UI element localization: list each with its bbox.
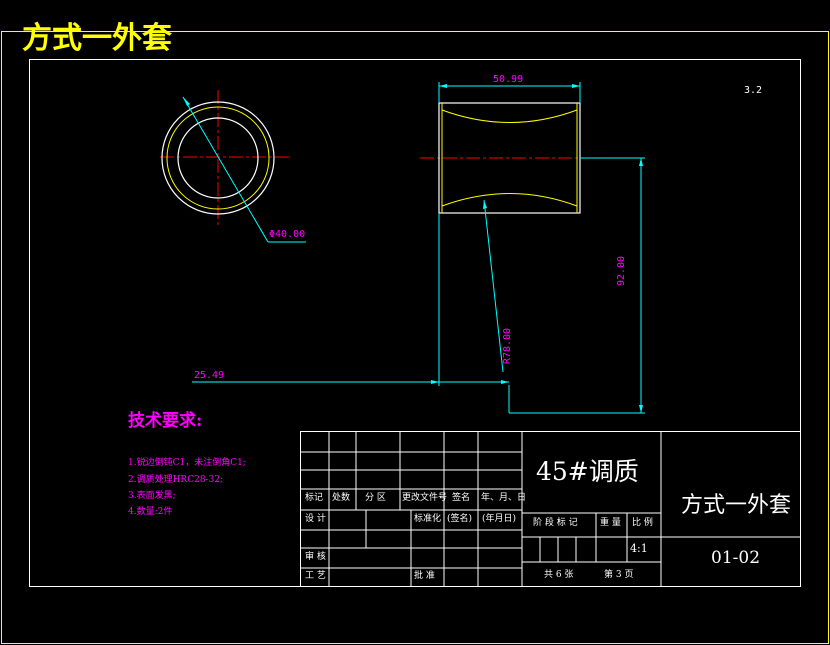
tb-stage-mark-label: 阶 段 标 记 [533, 518, 578, 528]
chamfer-circle [166, 106, 270, 210]
tb-drawing-number: 01-02 [711, 548, 761, 568]
tech-requirements-heading: 技术要求: [128, 411, 203, 431]
side-view [192, 82, 645, 414]
drawing-title: 方式一外套 [22, 21, 172, 56]
tb-scale-value: 4:1 [630, 542, 648, 555]
surface-roughness: 3.2 [744, 85, 763, 96]
lower-bore-arc [441, 193, 578, 207]
length-arrow-r [572, 84, 580, 88]
tb-date-paren: (年月日) [482, 514, 517, 524]
tb-approve-label: 批 准 [414, 571, 435, 581]
radius-arrow [483, 200, 487, 209]
tb-scale-label: 比 例 [632, 518, 653, 528]
upper-bore-arc [441, 109, 578, 123]
tb-signature-label: 签名 [452, 493, 471, 503]
height-dimension: 92.00 [616, 255, 628, 287]
height-arrow-top [639, 158, 643, 166]
title-block [300, 431, 801, 587]
end-view [160, 90, 306, 243]
sheet-outer-border [1, 31, 829, 644]
length-dimension: 50.99 [493, 74, 524, 85]
diameter-leader [182, 96, 269, 243]
tb-sheet-total: 共 6 张 [544, 570, 574, 580]
tb-material: 45#调质 [536, 457, 639, 486]
offset-arrow-b [501, 380, 509, 384]
tb-sheet-current: 第 3 页 [604, 570, 634, 580]
tb-review-label: 审 核 [305, 552, 326, 562]
inner-circle [177, 117, 259, 199]
tech-requirement-item: 1.锐边倒钝C1，未注倒角C1; [128, 458, 246, 468]
height-arrow-bottom [639, 405, 643, 413]
tb-mark-label: 标记 [305, 493, 324, 503]
tb-count-label: 处数 [332, 493, 351, 503]
title-block-frame [300, 431, 801, 587]
diameter-arrow-top [183, 97, 190, 106]
radius-leader [483, 199, 504, 373]
tb-part-name: 方式一外套 [681, 493, 792, 518]
tb-sign-paren: (签名) [447, 514, 473, 524]
outer-circle [161, 101, 275, 215]
tech-requirement-item: 4.数量:2件 [128, 507, 173, 517]
tb-change-doc-label: 更改文件号 [402, 493, 448, 503]
tb-process-label: 工 艺 [305, 571, 326, 581]
tb-weight-label: 重 量 [600, 518, 621, 528]
offset-dimension: 25.49 [194, 370, 225, 381]
tb-standardization-label: 标准化 [414, 514, 442, 524]
tb-design-label: 设 计 [305, 514, 326, 524]
tech-requirement-item: 2.调质处理HRC28-32; [128, 475, 224, 485]
offset-arrow-a [431, 380, 439, 384]
diameter-dimension: Φ40.00 [269, 229, 306, 240]
tb-zone-label: 分 区 [365, 493, 386, 503]
tb-date-label: 年、月、日 [481, 493, 527, 503]
tech-requirement-item: 3.表面发黑; [128, 491, 176, 501]
radius-dimension: R78.00 [502, 327, 514, 365]
length-arrow-l [439, 84, 447, 88]
